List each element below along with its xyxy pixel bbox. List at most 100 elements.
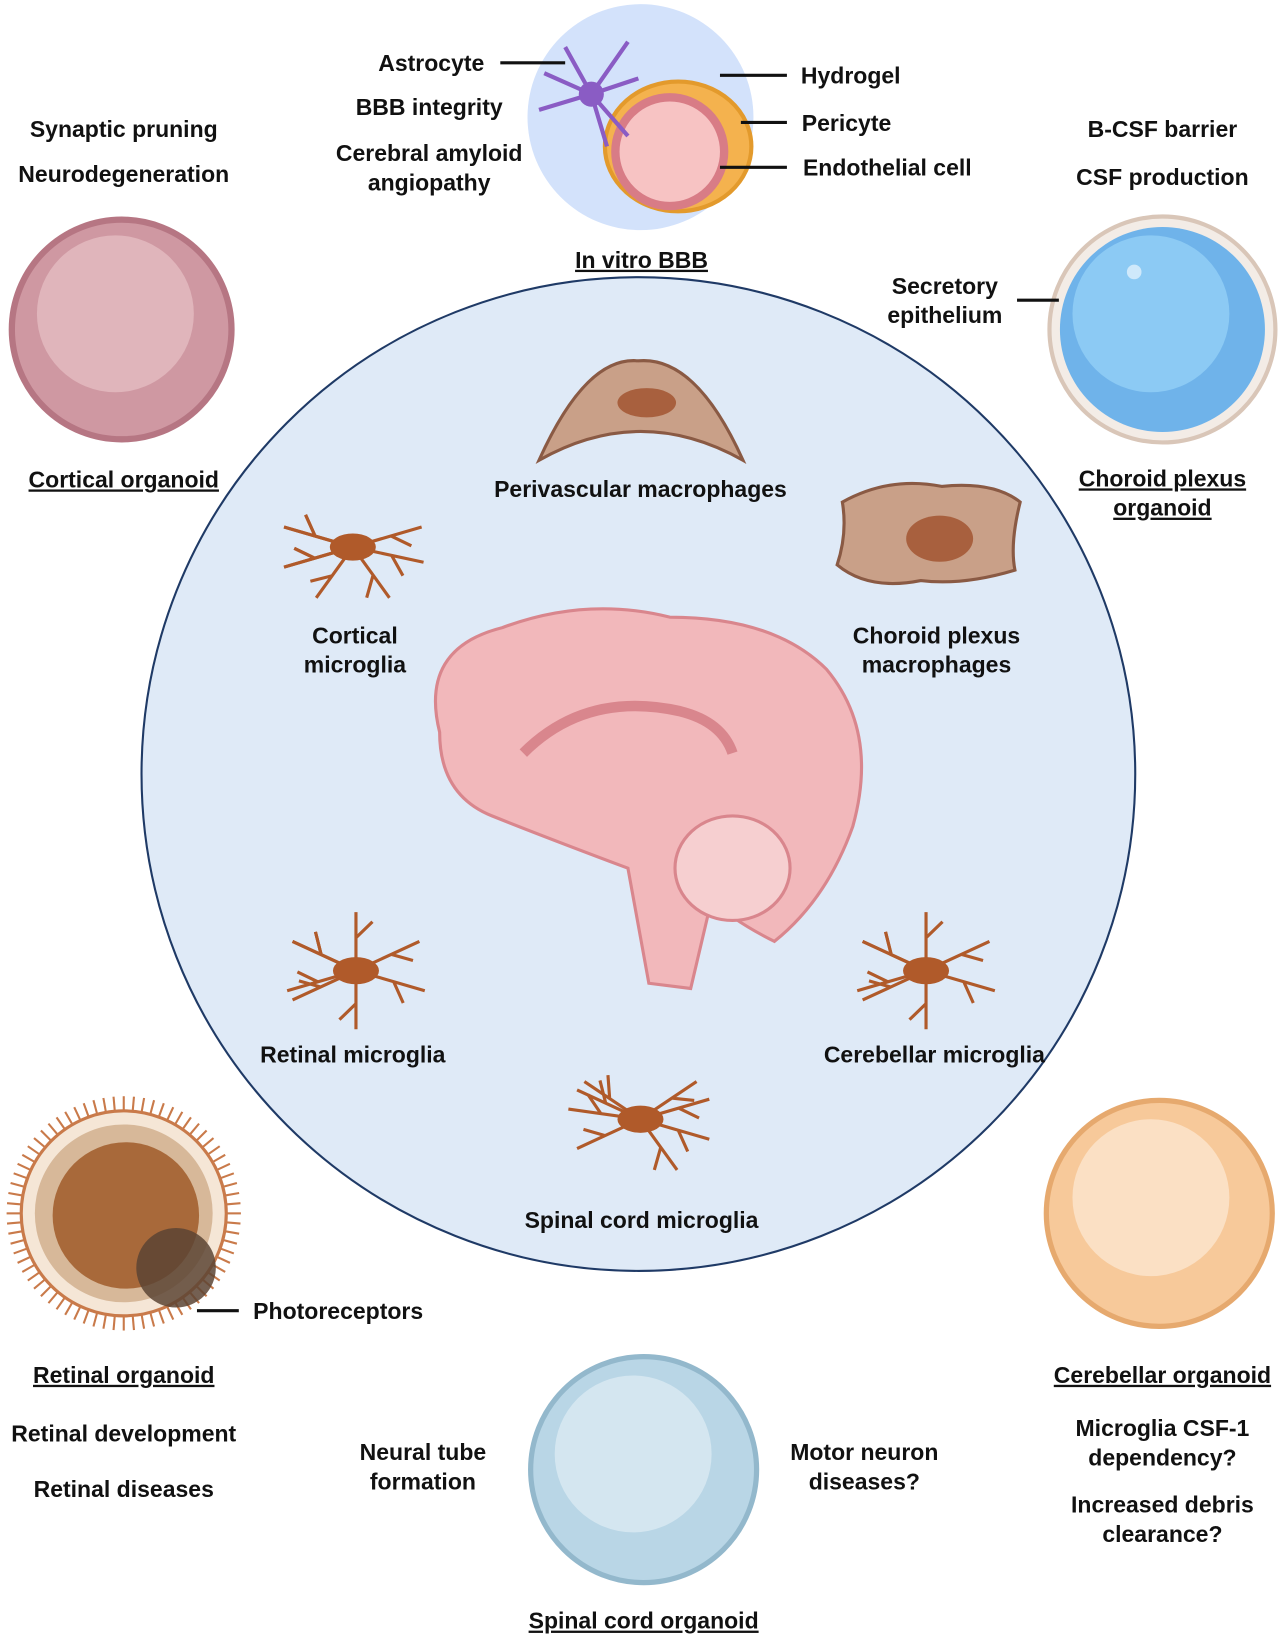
photoreceptor-cilium: [222, 1238, 238, 1245]
photoreceptor-cilium: [73, 1305, 82, 1320]
photoreceptor-cilium: [219, 1172, 235, 1180]
photoreceptor-cilium: [92, 1312, 99, 1327]
bbb-integrity-label: BBB integrity: [356, 94, 503, 120]
photoreceptor-cilium: [131, 1315, 136, 1331]
photoreceptor-cilium: [6, 1221, 22, 1225]
photoreceptor-cilium: [17, 1255, 32, 1264]
cerebellar-organoid-title: Cerebellar organoid: [1054, 1362, 1271, 1388]
retinal-organoid-icon: [6, 1096, 241, 1331]
astrocyte-icon: [538, 40, 640, 148]
photoreceptor-cilium: [224, 1230, 240, 1235]
astrocyte-label: Astrocyte: [378, 50, 484, 76]
photoreceptor-cilium: [149, 1312, 156, 1327]
photoreceptor-cilium: [166, 1305, 175, 1320]
retinal-diseases-label: Retinal diseases: [34, 1476, 214, 1502]
photoreceptor-cilium: [225, 1202, 241, 1206]
caa-label-1: Cerebral amyloid: [336, 140, 523, 166]
photoreceptor-cilium: [10, 1182, 26, 1188]
photoreceptor-cilium: [13, 1247, 28, 1255]
photoreceptor-cilium: [47, 1122, 59, 1136]
photoreceptor-cilium: [21, 1153, 36, 1164]
perivascular-label: Perivascular macrophages: [494, 476, 787, 502]
photoreceptor-cilium: [64, 1301, 74, 1316]
cortical-organoid-icon: [8, 216, 235, 443]
cortical-organoid-title: Cortical organoid: [29, 466, 219, 492]
photoreceptor-cilium: [102, 1314, 107, 1329]
photoreceptor-cilium: [10, 1238, 26, 1245]
spinal-microglia-label: Spinal cord microglia: [525, 1207, 759, 1233]
endothelial-label: Endothelial cell: [803, 155, 972, 181]
photoreceptor-cilium: [140, 1314, 146, 1329]
motor-neuron-label-1: Motor neuron: [790, 1439, 938, 1465]
choroid-organoid-title-1: Choroid plexus: [1079, 465, 1246, 491]
secretory-label-2: epithelium: [887, 302, 1002, 328]
neurodegeneration-label: Neurodegeneration: [18, 161, 229, 187]
photoreceptor-cilium: [181, 1116, 192, 1130]
choroid-organoid-title-2: organoid: [1113, 495, 1211, 521]
cortical-microglia-label-1: Cortical: [312, 622, 398, 648]
pericyte-label: Pericyte: [802, 110, 892, 136]
cortical-microglia-icon: [283, 514, 424, 599]
photoreceptor-cilium: [212, 1153, 226, 1164]
photoreceptor-cilium: [188, 1122, 200, 1136]
choroid-macrophages-label-2: macrophages: [862, 652, 1012, 678]
photoreceptor-cilium: [225, 1221, 241, 1225]
photoreceptor-cilium: [40, 1129, 53, 1142]
spinal-organoid-title: Spinal cord organoid: [529, 1608, 759, 1634]
photoreceptor-cilium: [8, 1191, 23, 1197]
hydrogel-label: Hydrogel: [801, 63, 901, 89]
retinal-development-label: Retinal development: [11, 1420, 236, 1446]
choroid-macrophages-label-1: Choroid plexus: [853, 622, 1020, 648]
photoreceptor-cilium: [27, 1271, 41, 1282]
photoreceptor-cilium: [140, 1097, 146, 1113]
cerebellar-microglia-icon: [856, 912, 996, 1030]
choroid-organoid-icon: [1047, 214, 1278, 445]
photoreceptor-cilium: [47, 1291, 59, 1304]
debris-label-1: Increased debris: [1071, 1492, 1254, 1518]
spinal-organoid-icon: [528, 1354, 760, 1586]
photoreceptor-cilium: [33, 1278, 46, 1290]
photoreceptor-cilium: [224, 1191, 240, 1197]
photoreceptor-cilium: [13, 1172, 28, 1180]
motor-neuron-label-2: diseases?: [809, 1469, 920, 1495]
photoreceptor-cilium: [17, 1162, 32, 1171]
csf1-label-2: dependency?: [1088, 1444, 1236, 1470]
photoreceptor-cilium: [216, 1162, 231, 1171]
caa-label-2: angiopathy: [368, 169, 491, 195]
neural-tube-label-1: Neural tube: [360, 1439, 487, 1465]
cerebellar-organoid-icon: [1043, 1097, 1275, 1329]
debris-label-2: clearance?: [1102, 1521, 1222, 1547]
bcsf-barrier-label: B-CSF barrier: [1088, 116, 1238, 142]
photoreceptor-cilium: [195, 1129, 208, 1142]
photoreceptor-cilium: [82, 1102, 90, 1118]
photoreceptor-cilium: [112, 1096, 116, 1112]
photoreceptor-cilium: [149, 1099, 156, 1115]
photoreceptor-cilium: [131, 1096, 136, 1112]
photoreceptor-cilium: [33, 1137, 46, 1149]
synaptic-pruning-label: Synaptic pruning: [30, 116, 218, 142]
photoreceptors-label: Photoreceptors: [253, 1298, 423, 1324]
photoreceptor-cilium: [166, 1106, 175, 1121]
photoreceptor-cilium: [174, 1111, 184, 1126]
brain-icon: [433, 607, 864, 991]
photoreceptor-cilium: [92, 1099, 99, 1115]
photoreceptor-cilium: [157, 1102, 165, 1118]
photoreceptor-cilium: [207, 1145, 221, 1156]
cerebellar-microglia-label: Cerebellar microglia: [824, 1042, 1045, 1068]
photoreceptor-cilium: [222, 1182, 238, 1188]
photoreceptor-cilium: [6, 1202, 22, 1206]
photoreceptor-cilium: [82, 1309, 90, 1324]
cortical-microglia-label-2: microglia: [304, 652, 406, 678]
photoreceptor-cilium: [64, 1111, 74, 1126]
photoreceptor-cilium: [55, 1116, 66, 1130]
retinal-microglia-label: Retinal microglia: [260, 1042, 446, 1068]
retinal-organoid-title: Retinal organoid: [33, 1362, 214, 1388]
photoreceptor-cilium: [112, 1315, 116, 1331]
photoreceptor-cilium: [102, 1097, 107, 1113]
photoreceptor-cilium: [219, 1247, 235, 1255]
photoreceptor-cilium: [73, 1106, 82, 1121]
neural-tube-label-2: formation: [370, 1469, 476, 1495]
retinal-microglia-icon: [286, 912, 426, 1030]
bbb-illustration: [527, 4, 754, 231]
